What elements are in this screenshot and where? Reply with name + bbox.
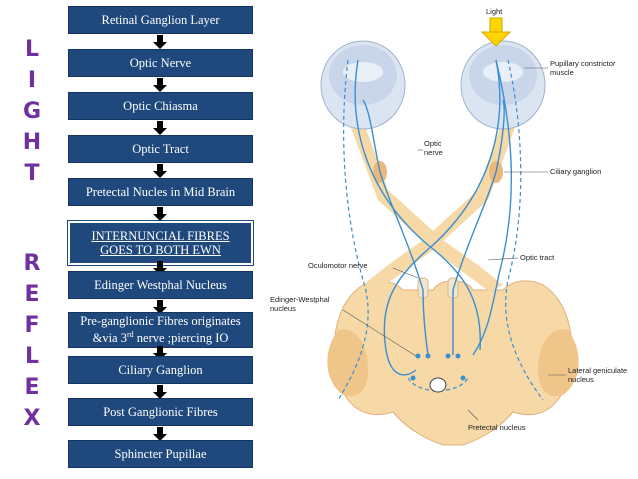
letter: E	[24, 282, 40, 307]
down-arrow-icon	[153, 207, 167, 221]
down-arrow-icon	[153, 78, 167, 92]
step-label: Post Ganglionic Fibres	[103, 405, 218, 419]
label-muscle: muscle	[550, 68, 574, 77]
step-optic-nerve: Optic Nerve	[68, 49, 253, 77]
text-part: nerve ;piercing IO	[133, 331, 229, 346]
dashed-pathways	[337, 59, 544, 401]
step-label: Edinger Westphal Nucleus	[94, 278, 227, 292]
letter: R	[23, 251, 41, 276]
letter: F	[24, 313, 40, 338]
step-label: INTERNUNCIAL FIBRES GOES TO BOTH EWN	[91, 229, 230, 257]
step-ciliary-ganglion: Ciliary Ganglion	[68, 356, 253, 384]
text-part: &via 3	[92, 331, 127, 346]
letter: E	[24, 375, 40, 400]
label-optic-tract: Optic tract	[520, 253, 555, 262]
step-label: Retinal Ganglion Layer	[101, 13, 220, 27]
letter: X	[23, 406, 41, 431]
letter: T	[24, 161, 40, 186]
step-optic-tract: Optic Tract	[68, 135, 253, 163]
label-light: Light	[486, 7, 503, 16]
label-nerve: nerve	[424, 148, 443, 157]
eye-right	[460, 40, 546, 130]
label-ew-nucleus: nucleus	[270, 304, 296, 313]
nucleus-dots	[410, 353, 466, 381]
eye-left	[320, 40, 406, 130]
down-arrow-icon	[153, 164, 167, 178]
step-post-ganglionic: Post Ganglionic Fibres	[68, 398, 253, 426]
step-retinal-ganglion: Retinal Ganglion Layer	[68, 6, 253, 34]
label-lateral-geniculate: Lateral geniculate	[568, 366, 627, 375]
vertical-word-reflex: R E F L E X	[20, 248, 44, 434]
step-label: Optic Chiasma	[123, 99, 198, 113]
aqueduct	[429, 377, 447, 393]
step-label: Ciliary Ganglion	[118, 363, 203, 377]
step-sphincter-pupillae: Sphincter Pupillae	[68, 440, 253, 468]
label-oculomotor-nerve: Oculomotor nerve	[308, 261, 368, 270]
optic-tract-right	[433, 240, 503, 292]
label-edinger-westphal: Edinger-Westphal	[270, 295, 330, 304]
step-edinger-westphal: Edinger Westphal Nucleus	[68, 271, 253, 299]
nerve-pathways	[354, 59, 512, 376]
step-label: Optic Nerve	[129, 56, 192, 70]
label-optic: Optic	[424, 139, 442, 148]
light-arrow-icon	[480, 17, 512, 47]
lateral-lobe-right	[538, 329, 579, 397]
lateral-lobe-left	[327, 329, 368, 397]
step-label-line1: Pre-ganglionic Fibres originates	[80, 314, 241, 329]
letter: I	[27, 68, 37, 93]
optic-nerve-left	[350, 120, 443, 250]
step-label: Pretectal Nucles in Mid Brain	[85, 185, 236, 199]
step-internuncial-fibres: INTERNUNCIAL FIBRES GOES TO BOTH EWN	[67, 220, 254, 266]
step-preganglionic-fibres: Pre-ganglionic Fibres originates &via 3r…	[68, 312, 253, 348]
step-pretectal-nucleus: Pretectal Nucles in Mid Brain	[68, 178, 253, 206]
step-label: Sphincter Pupillae	[114, 447, 207, 461]
superscript: rd	[126, 330, 134, 340]
letter: H	[22, 130, 42, 155]
label-pretectal-nucleus: Pretectal nucleus	[468, 423, 526, 432]
step-label-line2: &via 3rd nerve ;piercing IO	[93, 328, 229, 345]
label-pupillary-constrictor: Pupillary constrictor	[550, 59, 616, 68]
letter: G	[22, 99, 42, 124]
pupillary-reflex-diagram: Light Pupillary constrictor muscle Optic…	[270, 7, 627, 446]
label-lgn-nucleus: nucleus	[568, 375, 594, 384]
vertical-word-light: L I G H T	[20, 34, 44, 189]
step-optic-chiasma: Optic Chiasma	[68, 92, 253, 120]
down-arrow-icon	[153, 121, 167, 135]
leader-lines	[342, 67, 566, 421]
down-arrow-icon	[153, 427, 167, 441]
label-ciliary-ganglion: Ciliary ganglion	[550, 167, 601, 176]
letter: L	[24, 344, 40, 369]
down-arrow-icon	[153, 385, 167, 399]
down-arrow-icon	[153, 35, 167, 49]
step-label: Optic Tract	[132, 142, 189, 156]
optic-tract-left	[363, 240, 433, 292]
down-arrow-icon	[153, 300, 167, 314]
letter: L	[24, 37, 40, 62]
